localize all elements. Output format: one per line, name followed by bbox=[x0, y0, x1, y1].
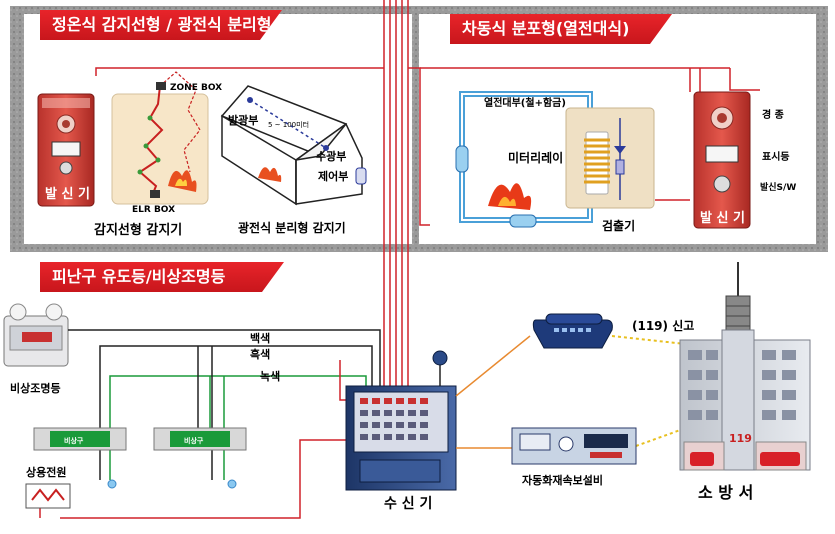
report-label: (119) 신고 bbox=[632, 318, 694, 333]
fire-icon bbox=[258, 167, 282, 182]
auto-alarm-label: 자동화재속보설비 bbox=[522, 473, 603, 487]
fire-truck-icon bbox=[690, 452, 714, 466]
fire-station-sign: 119 bbox=[729, 432, 752, 445]
banner-top-left: 정온식 감지선형 / 광전식 분리형 bbox=[40, 10, 282, 40]
emergency-light-label: 비상조명등 bbox=[10, 381, 61, 395]
emergency-light-unit bbox=[3, 303, 69, 367]
fire-station-label: 소 방 서 bbox=[698, 483, 753, 502]
auto-alarm-device bbox=[511, 427, 637, 465]
bell-label: 경 종 bbox=[762, 108, 784, 121]
receiver-panel bbox=[345, 350, 457, 491]
emitter-label: 발광부 bbox=[228, 113, 258, 127]
red-vertical-wires bbox=[95, 0, 760, 388]
exit-sign-1 bbox=[33, 427, 127, 489]
linear-detector-panel bbox=[111, 71, 209, 205]
fire-station-building bbox=[679, 262, 811, 471]
meter-relay-module bbox=[565, 107, 655, 209]
phone-icon bbox=[532, 313, 613, 349]
beam-path bbox=[247, 97, 367, 185]
right-transmitter-box bbox=[693, 91, 751, 229]
evac-wiring bbox=[39, 329, 381, 519]
receiver-connections bbox=[455, 335, 531, 449]
left-transmitter-box bbox=[37, 93, 95, 207]
meter-relay-label: 미터리레이 bbox=[508, 150, 563, 165]
exit-sign-text-2: 비상구 bbox=[184, 436, 204, 445]
switch-label: 발신S/W bbox=[760, 181, 796, 193]
zone-box-label: ZONE BOX bbox=[170, 83, 222, 93]
linear-detector-caption: 감지선형 감지기 bbox=[94, 222, 182, 238]
detector-label: 검출기 bbox=[602, 218, 635, 233]
right-transmitter-label: 발 신 기 bbox=[700, 210, 745, 226]
photoelectric-caption: 광전식 분리형 감지기 bbox=[238, 220, 346, 235]
receiver-label: 수 신 기 bbox=[384, 496, 432, 512]
wire-black-label: 흑색 bbox=[250, 347, 270, 361]
banner-top-right: 차동식 분포형(열전대식) bbox=[450, 14, 672, 44]
receiver-part-label: 수광부 bbox=[316, 150, 346, 163]
power-label: 상용전원 bbox=[26, 465, 66, 479]
wire-green-label: 녹색 bbox=[260, 369, 280, 383]
fire-icon bbox=[488, 183, 532, 210]
power-source-icon bbox=[25, 483, 71, 509]
fire-truck-icon bbox=[760, 452, 800, 466]
controller-label: 제어부 bbox=[318, 169, 348, 183]
exit-sign-text-1: 비상구 bbox=[64, 436, 84, 445]
banner-middle-left: 피난구 유도등/비상조명등 bbox=[40, 262, 284, 292]
left-transmitter-label: 발 신 기 bbox=[45, 186, 90, 202]
distance-label: 5 ~ 100미터 bbox=[268, 120, 309, 129]
wire-white-label: 백색 bbox=[250, 331, 270, 345]
indicator-label: 표시등 bbox=[762, 151, 790, 163]
exit-sign-2 bbox=[153, 427, 247, 489]
elr-box-label: ELR BOX bbox=[132, 205, 175, 215]
photoelectric-building bbox=[220, 85, 363, 206]
thermocouple-wire-label: 열전대부(철+함금) bbox=[484, 96, 566, 109]
